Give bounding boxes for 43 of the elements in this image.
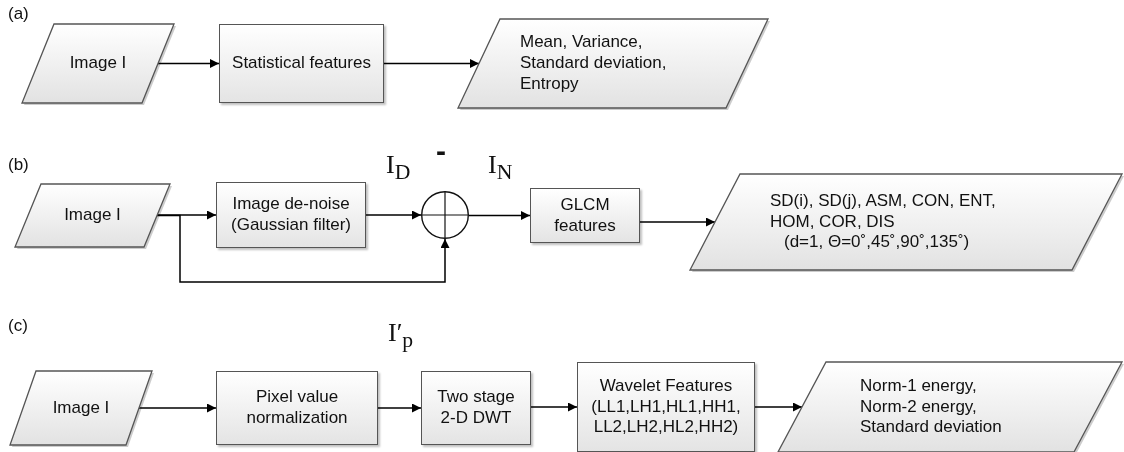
data-parallelogram: [22, 24, 174, 103]
data-parallelogram: [10, 371, 152, 445]
process-box: [577, 362, 755, 452]
label: (b): [8, 155, 29, 175]
label: -: [436, 134, 446, 168]
data-parallelogram: [690, 174, 1122, 270]
node-text: GLCM features: [553, 194, 617, 237]
node-text: Norm-1 energy, Norm-2 energy, Standard deviation: [860, 375, 1003, 439]
node-text: Pixel value normalization: [245, 387, 349, 429]
node-text: Mean, Variance, Standard deviation, Entropy: [520, 32, 668, 95]
node-text: Wavelet Features (LL1,LH1,HL1,HH1, LL2,LH2,HL2,HH2): [590, 375, 742, 439]
label: (a): [8, 4, 29, 24]
process-box: [219, 24, 384, 103]
data-parallelogram: [15, 184, 170, 247]
data-parallelogram: [458, 19, 768, 108]
node-text: Image I: [69, 53, 127, 74]
node-text: SD(i), SD(j), ASM, CON, ENT, HOM, COR, DIS: [770, 190, 997, 233]
process-box: [216, 371, 378, 445]
arrow: [365, 210, 422, 220]
arrow: [639, 217, 716, 227]
label: I$_{N}$: [488, 150, 513, 186]
label: (c): [8, 316, 28, 336]
arrow: [377, 403, 422, 413]
arrow: [754, 402, 803, 412]
node-text: (d=1, Θ=0˚,45˚,90˚,135˚): [784, 232, 971, 254]
process-box: [421, 371, 531, 445]
process-box: [530, 188, 640, 243]
arrow: [530, 402, 578, 412]
node-text: Image de-noise (Gaussian filter): [230, 194, 352, 236]
label: I$_{D}$: [386, 150, 411, 186]
arrow: [383, 59, 480, 68]
node-text: Image I: [52, 397, 110, 419]
arrow: [138, 403, 217, 413]
node-text: Statistical features: [232, 53, 371, 74]
arrow: [157, 59, 220, 68]
label: I′$_{p}$: [388, 318, 414, 354]
summing-junction: [421, 191, 469, 239]
arrow: [468, 211, 531, 220]
node-text: Image I: [64, 205, 121, 226]
data-parallelogram: [778, 362, 1122, 452]
node-text: Two stage 2-D DWT: [436, 387, 516, 429]
process-box: [216, 182, 366, 248]
arrow: [156, 214, 450, 283]
